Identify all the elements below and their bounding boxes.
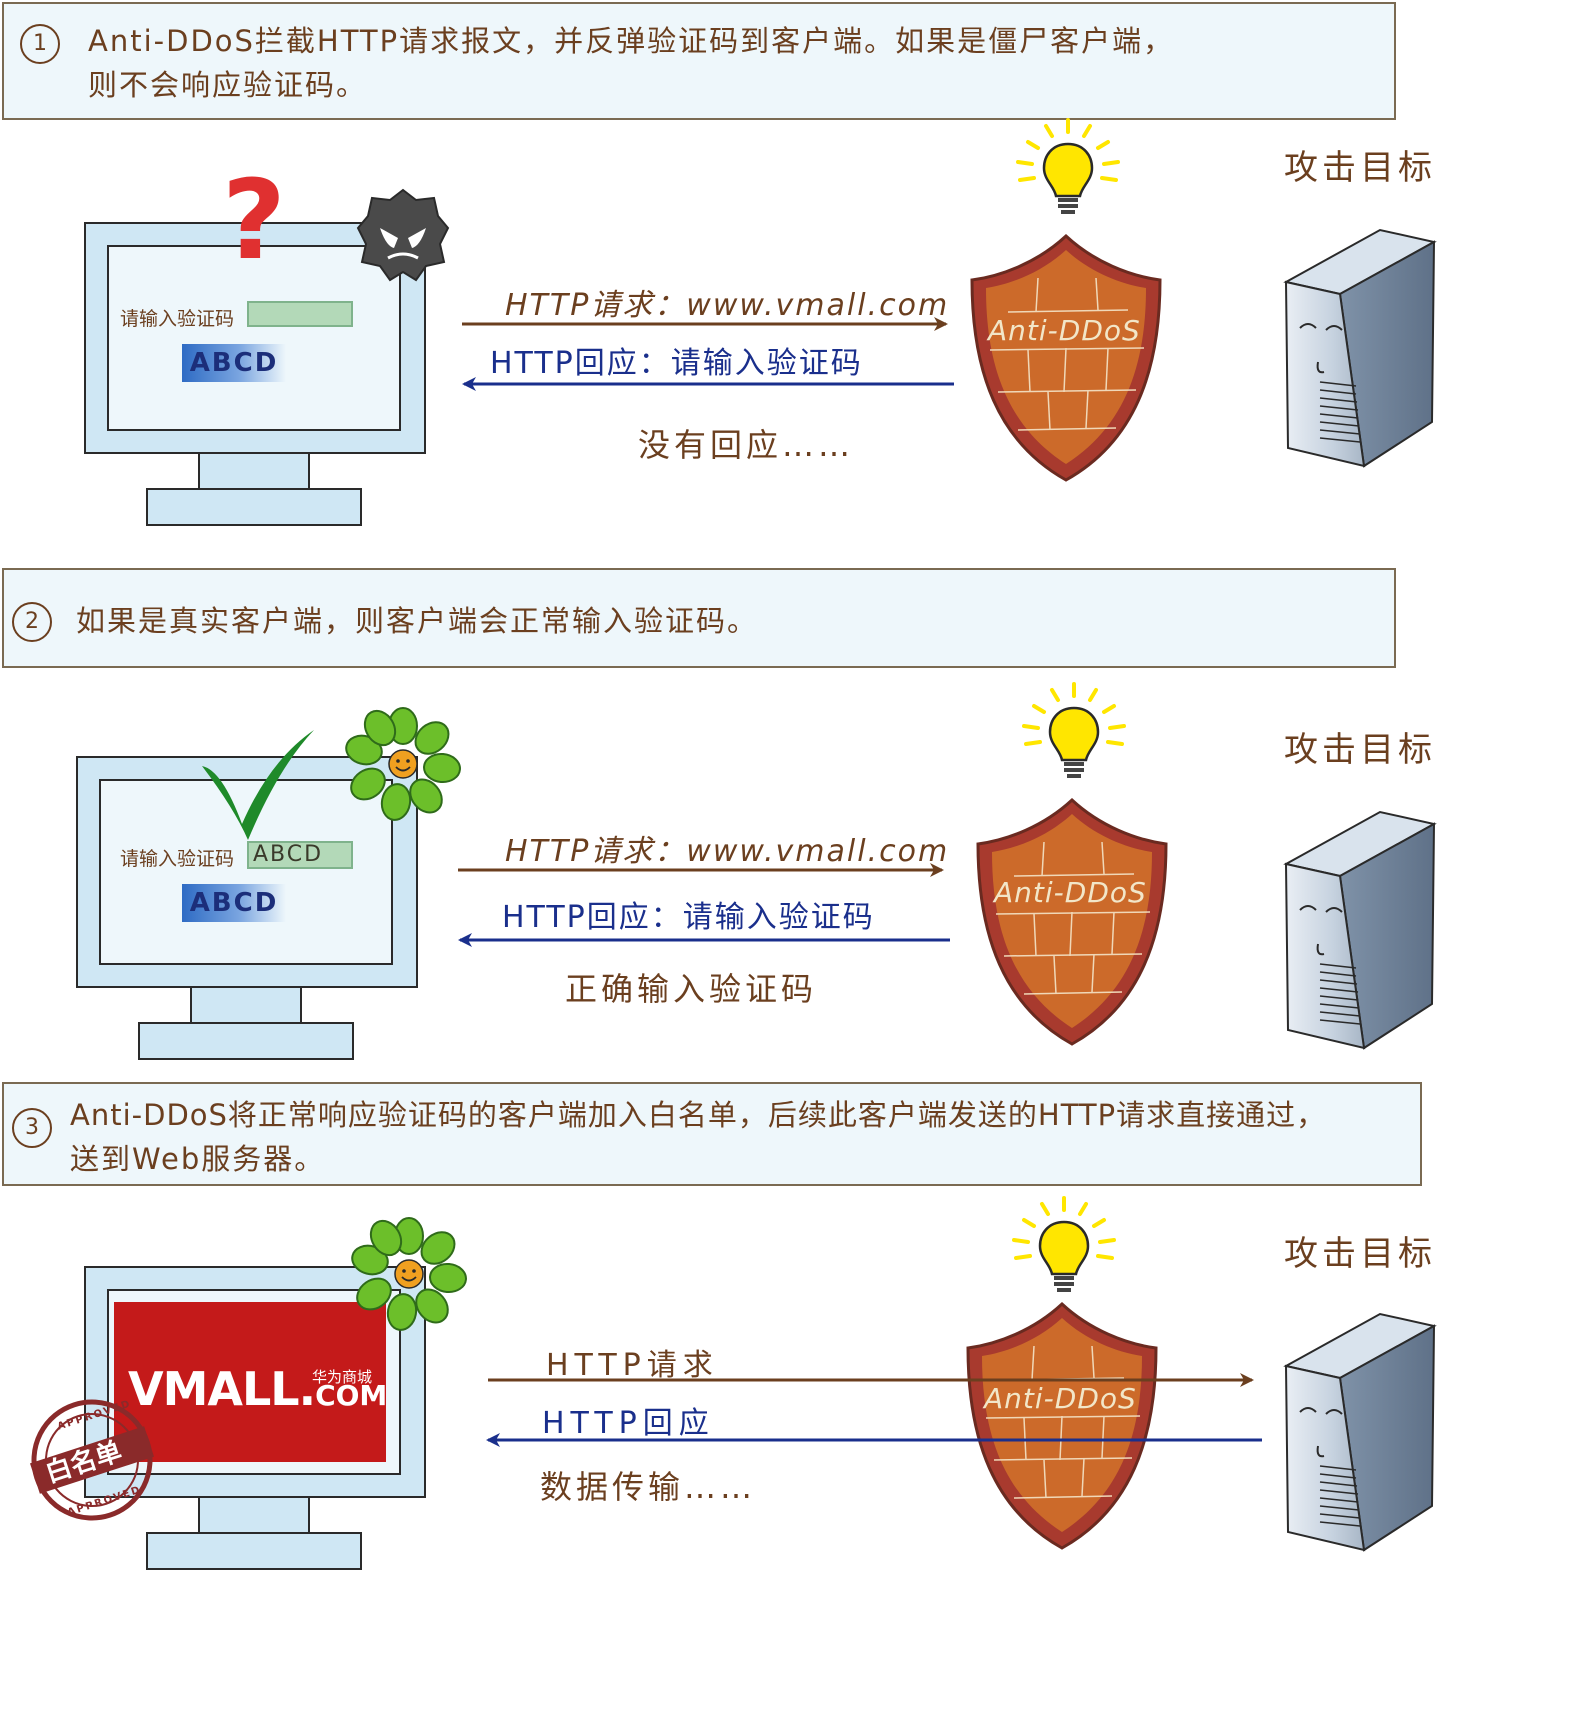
step3-text-line1: Anti-DDoS将正常响应验证码的客户端加入白名单，后续此客户端发送的HTTP… [70, 1098, 1327, 1132]
step2-target-label: 攻击目标 [1284, 730, 1436, 770]
step2-banner [2, 568, 1396, 668]
step1-banner [2, 2, 1396, 120]
check-icon [202, 730, 314, 840]
lightbulb-icon [1016, 118, 1120, 214]
step1-target-label: 攻击目标 [1284, 148, 1436, 188]
step2-request-arrow [458, 863, 944, 877]
captcha-input[interactable]: ABCD [247, 841, 353, 869]
captcha-image: ABCD [182, 884, 286, 922]
server-icon [1283, 810, 1437, 1050]
shield-icon [970, 233, 1162, 482]
step3-number: 3 [12, 1108, 52, 1148]
lightbulb-icon [1012, 1196, 1116, 1292]
shield-icon [966, 1301, 1158, 1550]
stamp-icon [29, 1399, 155, 1521]
flower-icon [345, 707, 461, 821]
monitor-icon [84, 222, 426, 526]
step3-note: 数据传输…… [540, 1468, 757, 1506]
step2-text: 如果是真实客户端，则客户端会正常输入验证码。 [76, 604, 759, 638]
server-icon [1283, 1312, 1437, 1552]
step1-response-label: HTTP回应：请输入验证码 [490, 346, 863, 381]
captcha-prompt: 请输入验证码 [120, 308, 235, 330]
vmall-logo-cn: 华为商城 [312, 1368, 373, 1386]
vmall-logo: VMALL.COM [128, 1362, 387, 1416]
captcha-input[interactable] [247, 301, 353, 327]
step1-text-line2: 则不会响应验证码。 [88, 68, 368, 102]
step1-request-arrow [462, 317, 948, 331]
step3-response-label: HTTP回应 [542, 1406, 715, 1441]
step3-response-arrow [486, 1433, 1262, 1447]
bad-bot-icon [356, 188, 450, 282]
step3-request-label: HTTP请求 [546, 1348, 719, 1383]
step3-request-arrow [488, 1373, 1254, 1387]
step3-shield-label: Anti-DDoS [984, 1382, 1137, 1415]
step2-response-arrow [458, 933, 950, 947]
step2-request-label: HTTP请求：www.vmall.com [505, 834, 950, 869]
captcha-image: ABCD [182, 344, 286, 382]
step1-request-label: HTTP请求：www.vmall.com [505, 288, 950, 323]
shield-icon [976, 797, 1168, 1046]
vmall-logo-text: VMALL. [128, 1362, 316, 1416]
step2-number: 2 [12, 602, 52, 642]
step3-target-label: 攻击目标 [1284, 1234, 1436, 1274]
step2-shield-label: Anti-DDoS [994, 876, 1147, 909]
vmall-site-screen[interactable] [114, 1302, 386, 1462]
step2-note: 正确输入验证码 [565, 970, 818, 1008]
server-icon [1283, 228, 1437, 468]
flower-icon [351, 1217, 467, 1331]
question-mark-icon: ? [222, 156, 286, 284]
step3-text-line2: 送到Web服务器。 [70, 1142, 326, 1176]
step2-response-label: HTTP回应：请输入验证码 [502, 900, 875, 935]
step1-text-line1: Anti-DDoS拦截HTTP请求报文，并反弹验证码到客户端。如果是僵尸客户端， [88, 24, 1175, 58]
step1-note: 没有回应…… [638, 426, 855, 464]
step1-shield-label: Anti-DDoS [988, 314, 1141, 347]
captcha-prompt: 请输入验证码 [120, 848, 235, 870]
step1-response-arrow [462, 377, 954, 391]
step3-banner [2, 1082, 1422, 1186]
vmall-logo-com: COM [315, 1379, 388, 1412]
step1-number: 1 [20, 24, 60, 64]
lightbulb-icon [1022, 682, 1126, 778]
